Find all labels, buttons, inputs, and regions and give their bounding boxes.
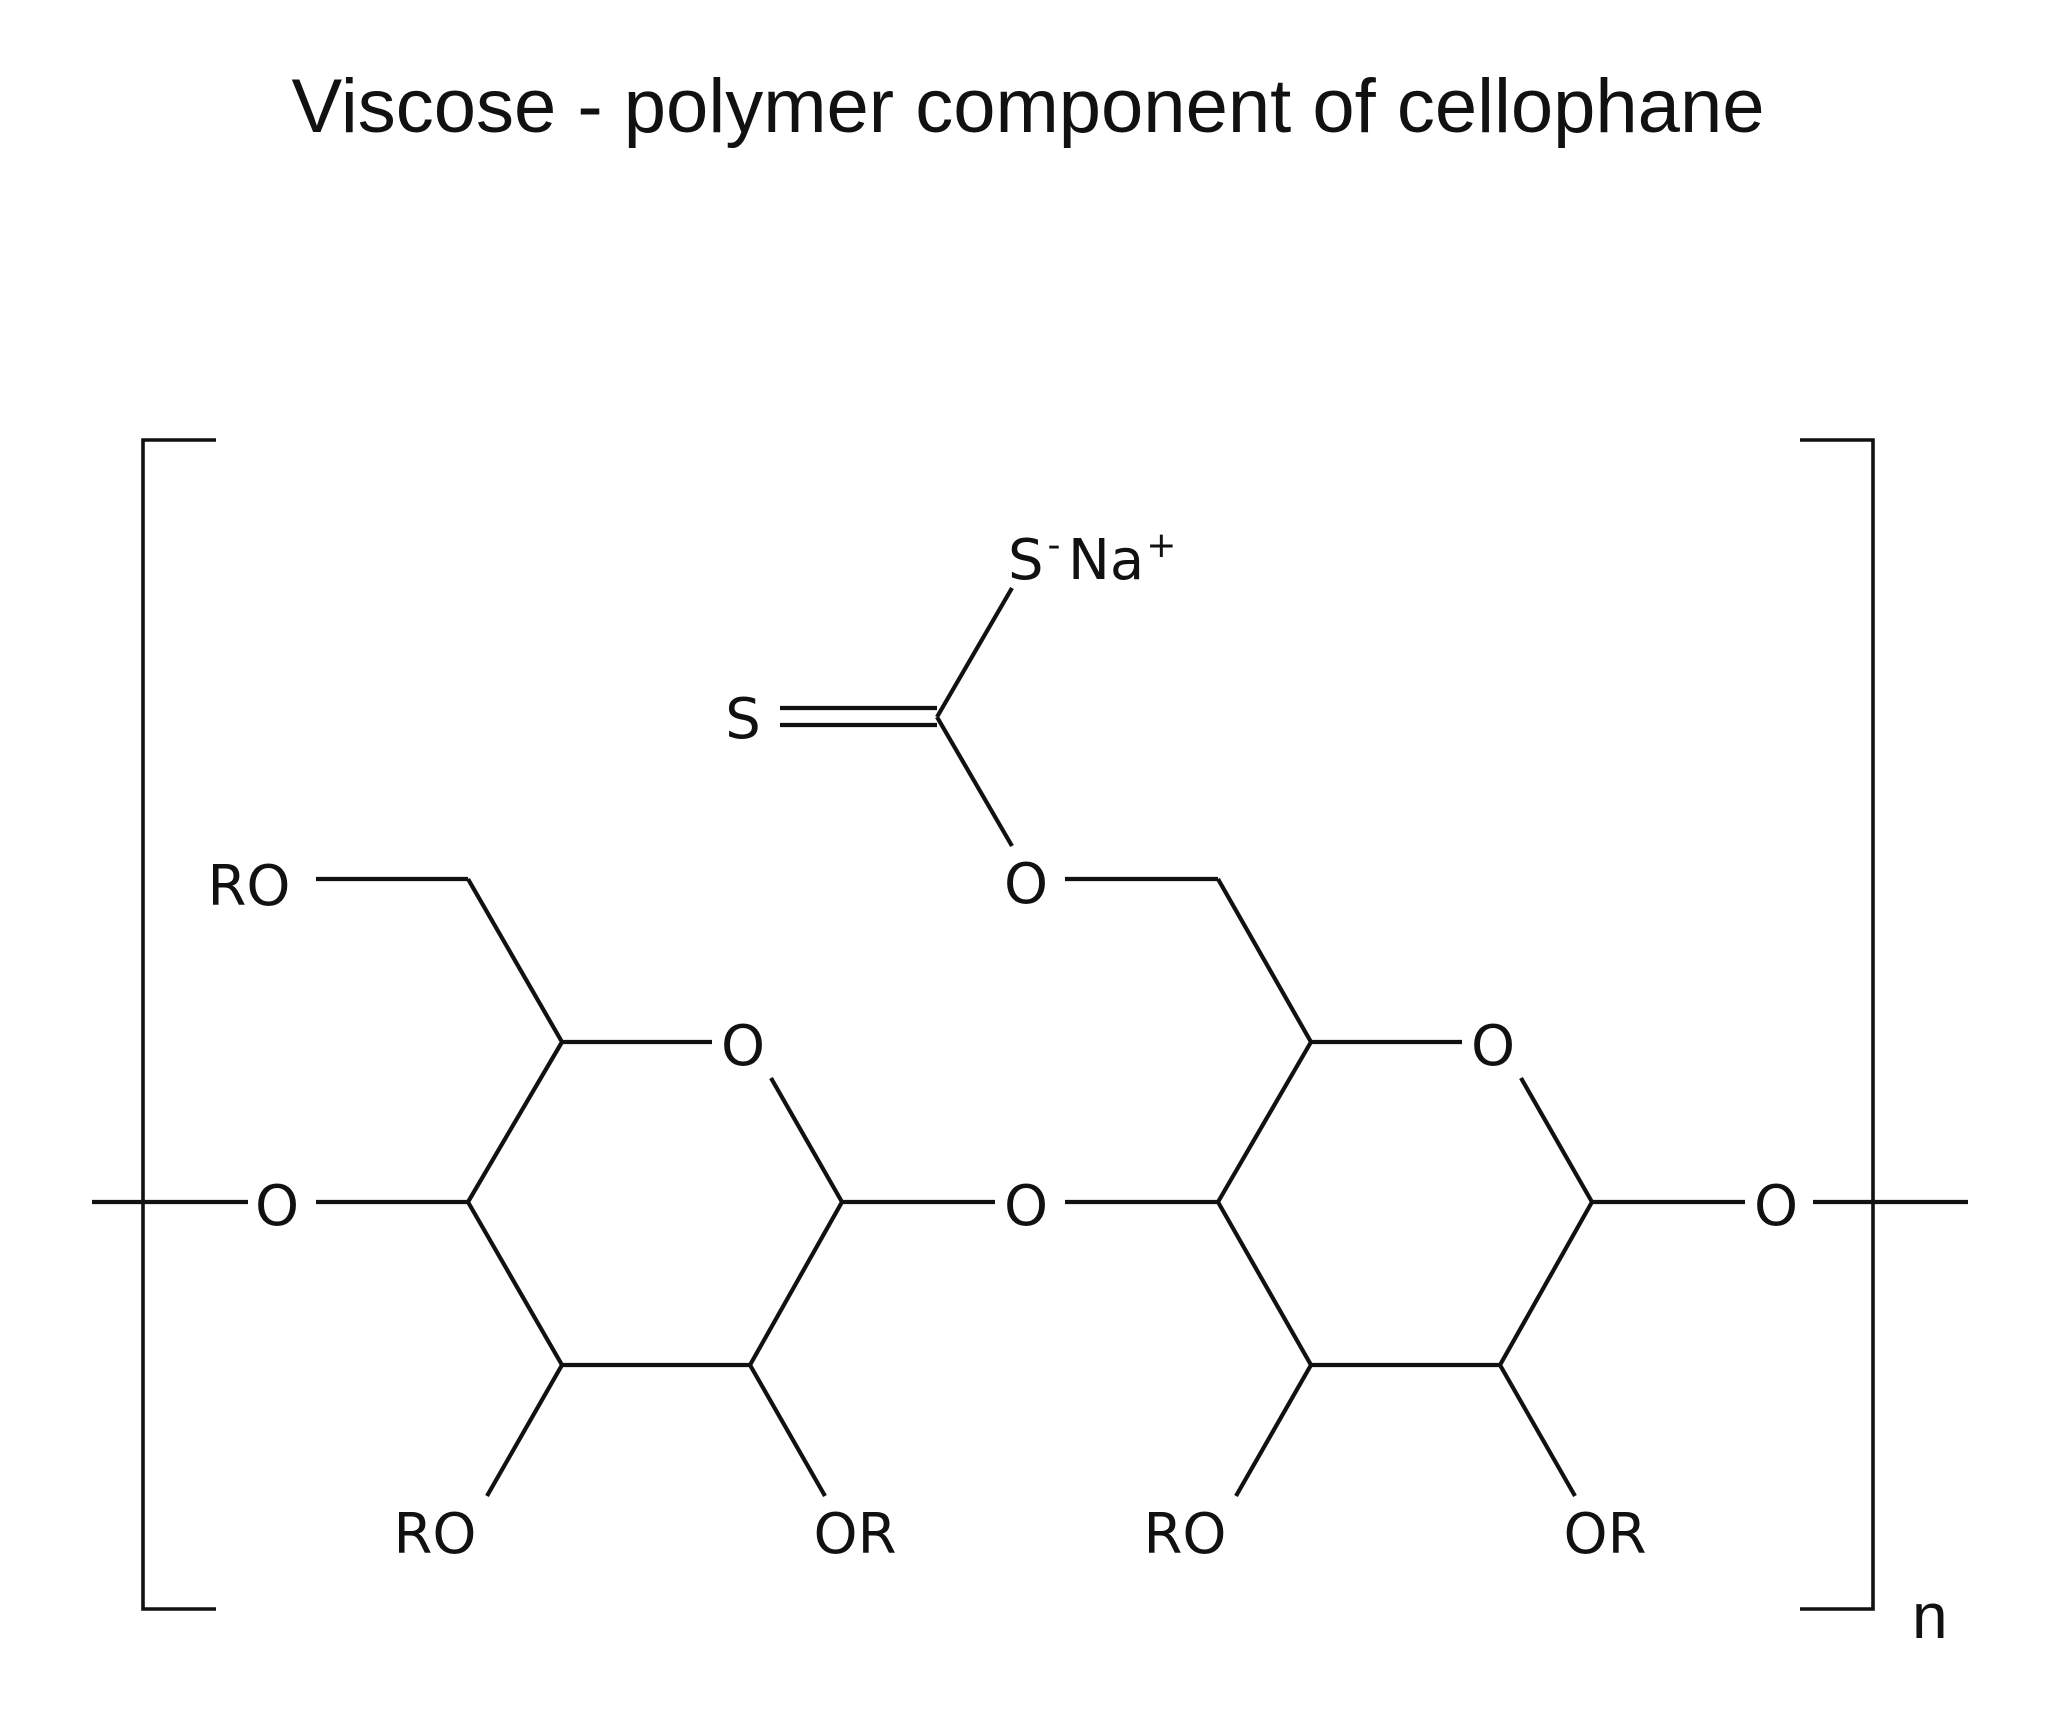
bond-lower-left-left [466,1200,564,1367]
left-bracket [141,438,216,1611]
atom-thione-sulfur: S [725,687,761,752]
left-pyranose-ring [316,876,995,1498]
bond-c-s-anion [935,586,1014,719]
sodium-ion: Na [1068,528,1144,593]
page-title: Viscose - polymer component of cellophan… [292,64,1765,149]
atom-ro-bottom-left-1: RO [394,1502,477,1567]
bond-anomeric-down-right [1498,1200,1594,1367]
xanthate-group [780,586,1014,848]
repeat-index: n [1912,1580,1948,1652]
atom-or-bottom-right-2: OR [1564,1502,1647,1567]
sodium-counterion-group: Na+ [1068,525,1176,593]
bond-c-or-left-2 [748,1363,827,1498]
atom-thiolate-group: S- [1008,525,1061,593]
atom-ring-oxygen-left: O [721,1014,765,1079]
thiolate-charge: - [1048,525,1061,566]
atom-chain-oxygen-left: O [255,1174,299,1239]
atom-ro-bottom-right-1: RO [1144,1502,1227,1567]
bond-o-c-xanthate [935,715,1014,848]
atom-ro-top-left: RO [208,854,291,919]
bond-anomeric-down-left [748,1200,844,1367]
atom-bridge-oxygen: O [1004,1174,1048,1239]
bond-o-anomeric-left [769,1076,844,1204]
atom-ring-oxygen-right: O [1471,1014,1515,1079]
atom-xanthate-oxygen: O [1004,852,1048,917]
atom-chain-oxygen-right: O [1754,1174,1798,1239]
bond-o-anomeric-right [1519,1076,1594,1204]
bond-lower-left-right [1216,1200,1313,1367]
atom-or-bottom-left-2: OR [814,1502,897,1567]
bond-c-ro-left-1 [485,1363,564,1498]
bond-upper-left-right [1216,1040,1313,1204]
bond-upper-left-left [466,1040,564,1204]
bond-ch2-right [1216,877,1313,1044]
bond-c-or-right-2 [1498,1363,1577,1498]
atom-thiolate-sulfur: S [1008,528,1044,593]
bond-ch2-left [466,877,564,1044]
right-bracket [1800,438,1875,1611]
bond-c-ro-right-1 [1234,1363,1313,1498]
right-pyranose-ring [1065,876,1745,1498]
sodium-charge: + [1146,525,1176,566]
